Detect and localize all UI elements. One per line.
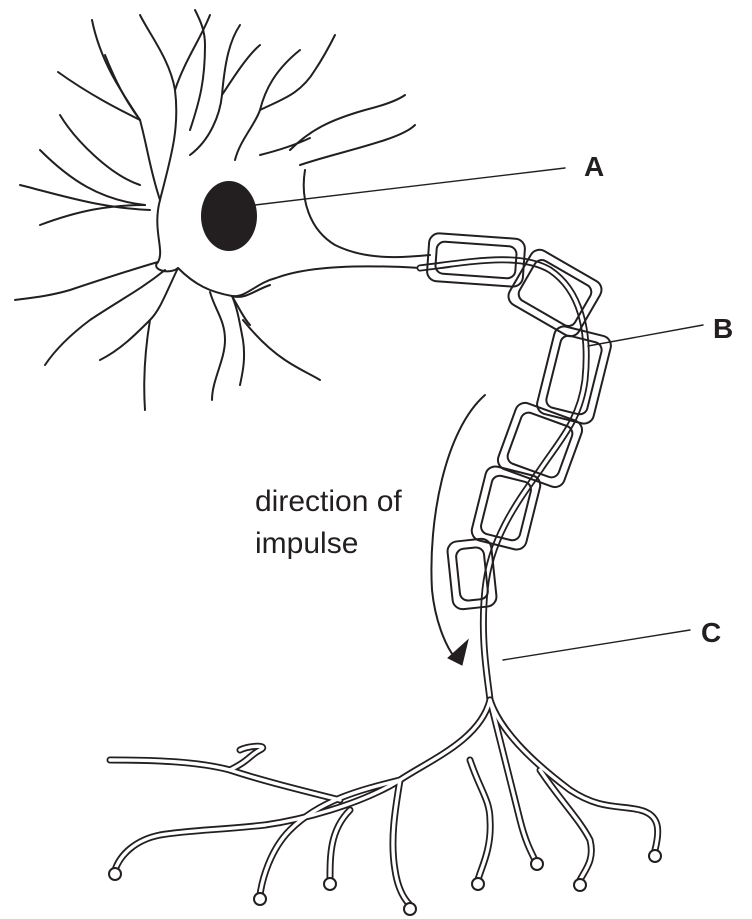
leader-line-c	[503, 630, 690, 660]
impulse-direction-arrow	[431, 395, 485, 665]
label-a: A	[584, 151, 604, 182]
nucleus	[201, 181, 257, 251]
label-c: C	[701, 617, 721, 648]
axon-terminals	[109, 700, 661, 915]
caption-line-1: direction of	[255, 485, 402, 518]
label-b: B	[713, 313, 733, 344]
leader-line-b	[588, 325, 703, 346]
terminal-knobs	[109, 850, 661, 915]
caption-line-2: impulse	[255, 527, 358, 560]
leader-line-a	[255, 168, 565, 205]
cell-body	[140, 120, 460, 297]
myelin-sheath	[426, 233, 613, 610]
